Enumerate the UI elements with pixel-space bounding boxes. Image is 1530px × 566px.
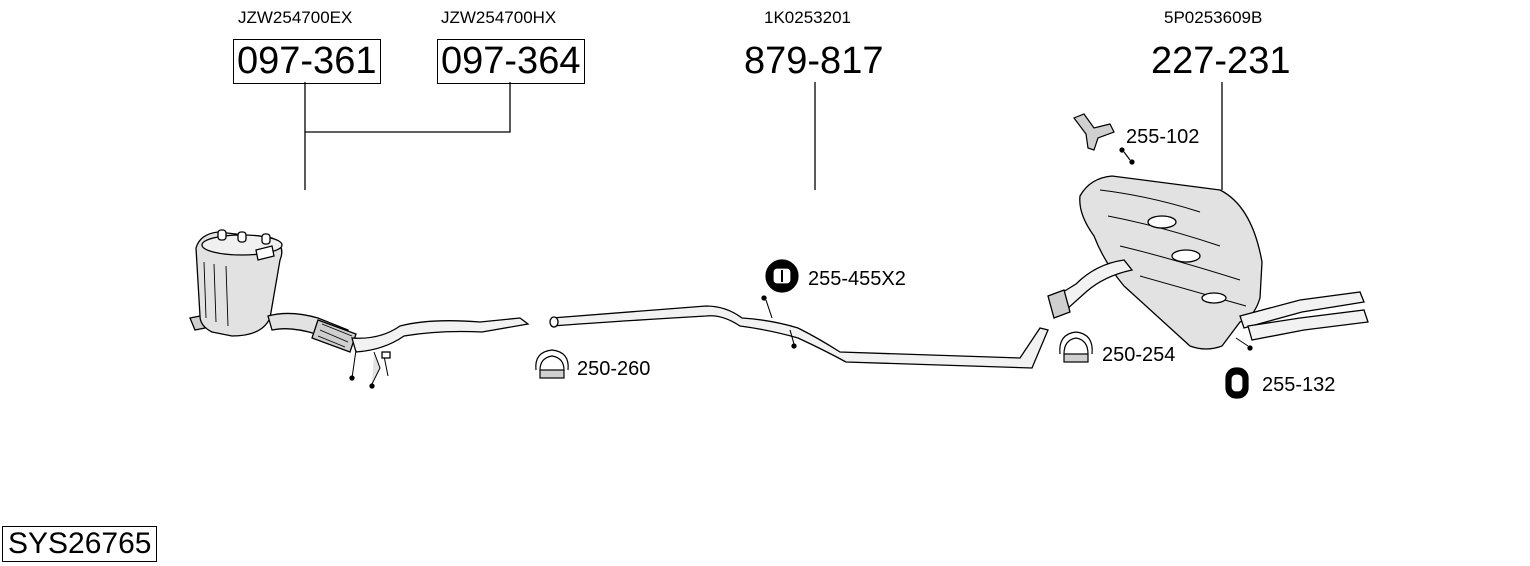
oem-number-3: 1K0253201 (764, 8, 851, 27)
oem-number-2: JZW254700HX (441, 8, 557, 27)
accessory-label-255-455x2: 255-455X2 (808, 268, 906, 290)
part-number-097-361: 097-361 (233, 39, 382, 84)
bracket-icon (1073, 113, 1135, 165)
part-number-879-817: 879-817 (744, 40, 884, 82)
leader-line-097-364 (305, 82, 511, 133)
part-number-097-364: 097-364 (437, 39, 586, 84)
oem-number-1: JZW254700EX (238, 8, 353, 27)
system-code: SYS26765 (2, 526, 158, 562)
middle-pipe-part (549, 295, 1049, 369)
accessory-label-250-254: 250-254 (1102, 344, 1176, 366)
dpf-catalyst-part (189, 229, 530, 389)
oem-number-4: 5P0253609B (1164, 8, 1263, 27)
accessory-label-255-102: 255-102 (1126, 126, 1200, 148)
accessory-label-255-132: 255-132 (1262, 374, 1336, 396)
rear-silencer-part (1047, 175, 1369, 351)
rubber-mount-icon (1225, 367, 1249, 399)
part-number-227-231: 227-231 (1151, 40, 1291, 82)
rubber-hanger-icon (765, 259, 799, 293)
accessory-label-250-260: 250-260 (577, 358, 651, 380)
clamp-icon-2 (1059, 331, 1093, 363)
clamp-icon-1 (535, 349, 569, 379)
